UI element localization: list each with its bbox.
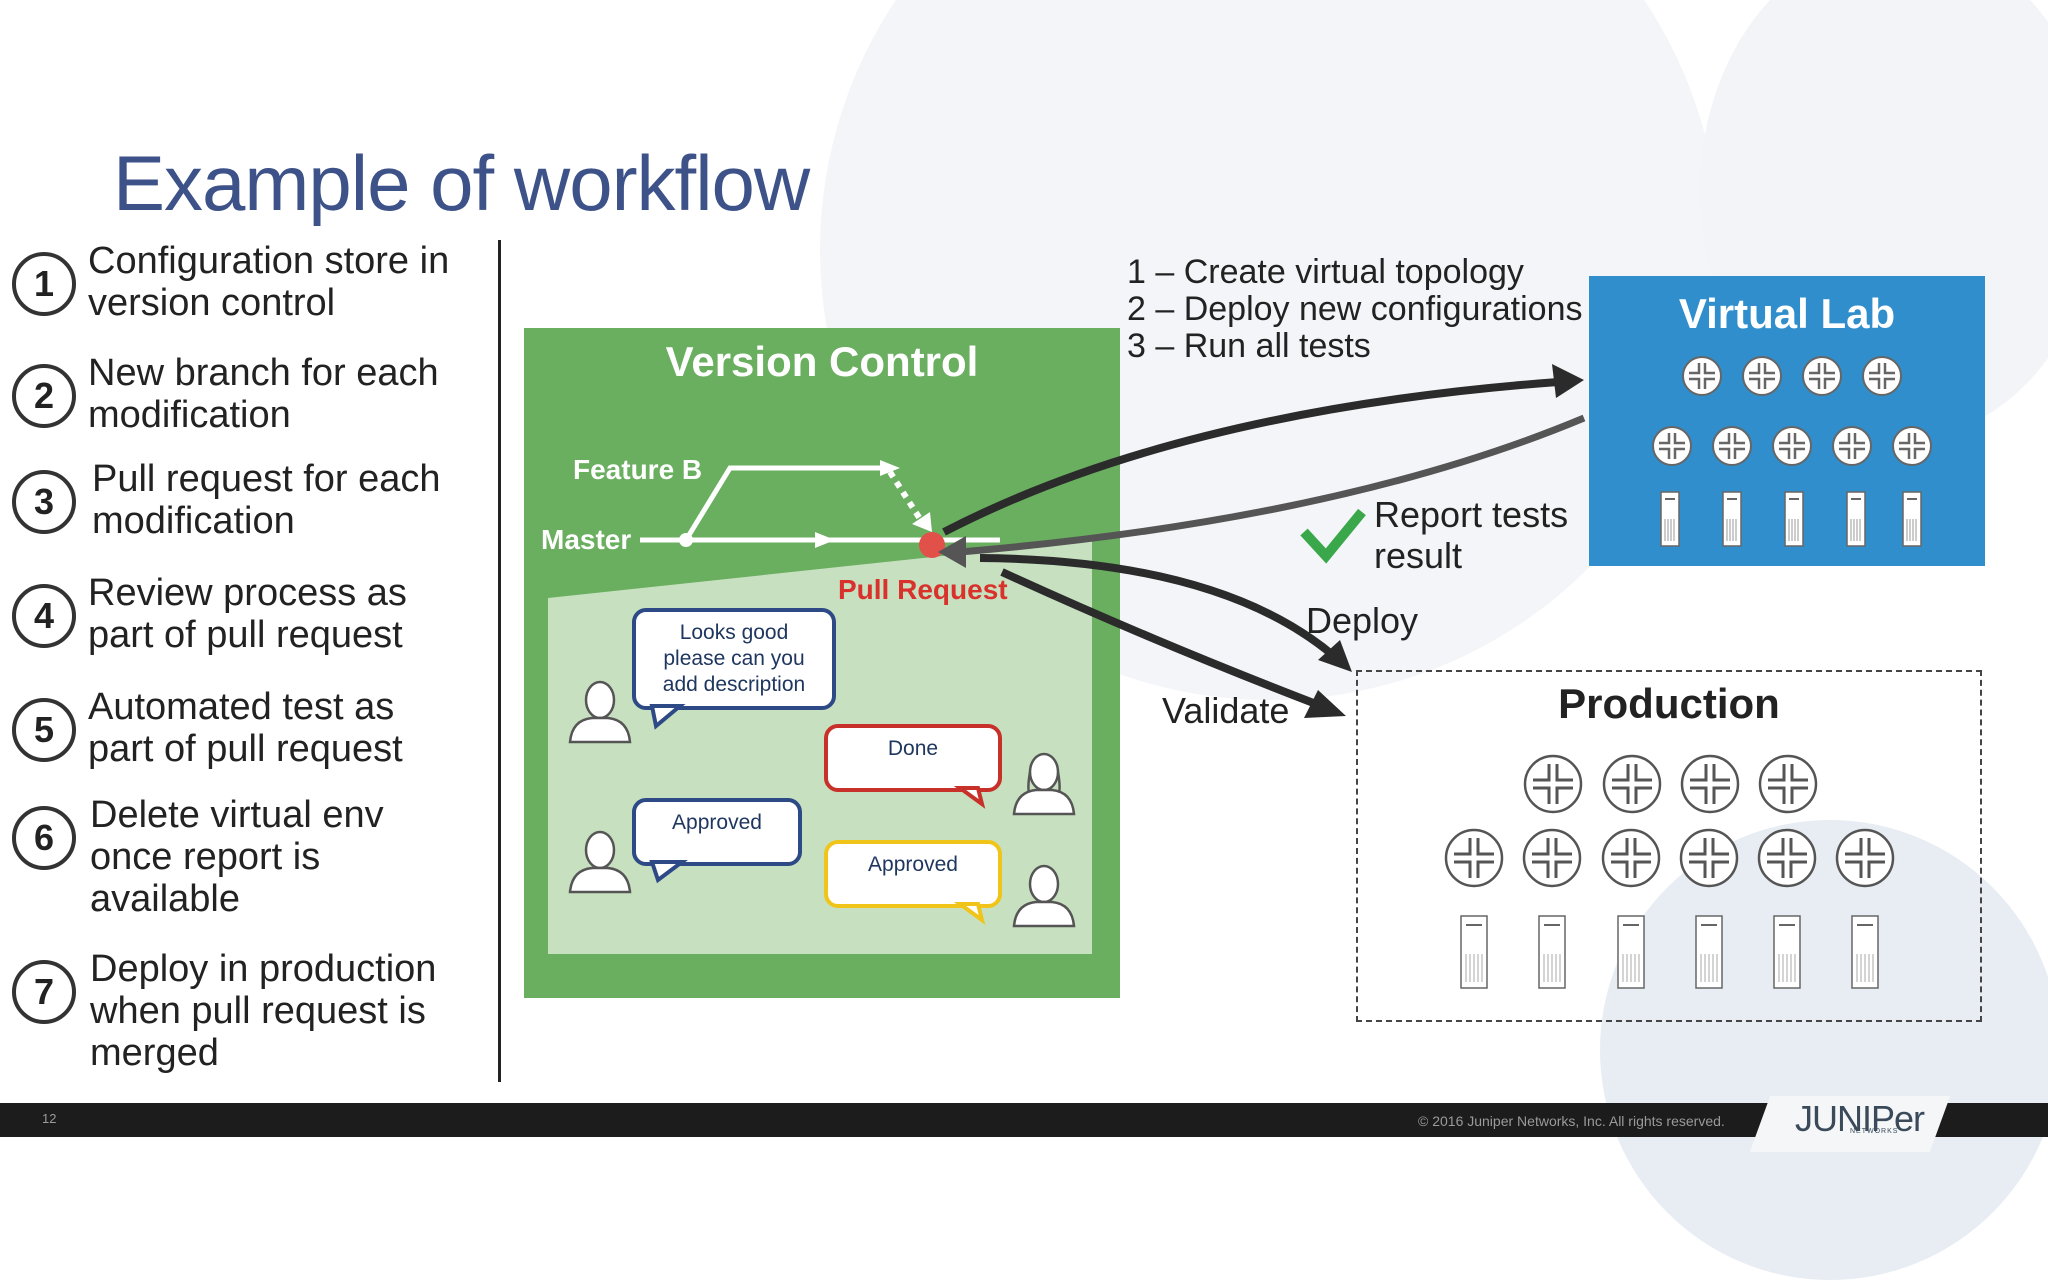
pull-request-node <box>919 532 945 558</box>
production-box <box>1356 670 1982 1022</box>
production-title: Production <box>1558 680 1780 727</box>
step-text: Delete virtual env once report is availa… <box>90 794 384 920</box>
step-number: 3 <box>12 470 76 534</box>
user-icons <box>568 680 1076 928</box>
page-title: Example of workflow <box>113 139 810 227</box>
step-text: Automated test as part of pull request <box>88 686 403 770</box>
step-number: 7 <box>12 960 76 1024</box>
step-text: Deploy in production when pull request i… <box>90 948 437 1074</box>
divider <box>498 240 501 1082</box>
feature-branch-label: Feature B <box>573 454 703 485</box>
juniper-logo: JUNIPer <box>1795 1098 1925 1139</box>
user-icon <box>568 680 632 744</box>
step-number: 6 <box>12 806 76 870</box>
copyright: © 2016 Juniper Networks, Inc. All rights… <box>1418 1113 1725 1129</box>
bubble-tails <box>649 704 986 925</box>
bubble-tail <box>953 786 986 809</box>
arrow-head <box>880 460 900 476</box>
master-branch-label: Master <box>541 524 632 555</box>
step-5: 5 Automated test as part of pull request <box>12 686 403 770</box>
step-3: 3 Pull request for each modification <box>12 458 441 542</box>
step-number: 1 <box>12 252 76 316</box>
arrow-head <box>1552 364 1584 398</box>
validate-arrow <box>1000 568 1318 708</box>
bubble-tail <box>649 704 686 730</box>
create-lab-arrow <box>942 378 1559 536</box>
arrow-head <box>912 512 932 532</box>
comment-bubble: Approved <box>632 798 802 866</box>
report-arrow <box>959 414 1586 556</box>
juniper-logo-subtitle: NETWORKS <box>1850 1128 1899 1135</box>
user-icon <box>568 830 632 894</box>
feature-branch-line <box>683 465 890 542</box>
virtual-lab-tasks: 1 – Create virtual topology 2 – Deploy n… <box>1127 253 1583 365</box>
version-control-title: Version Control <box>665 338 979 385</box>
step-6: 6 Delete virtual env once report is avai… <box>12 794 384 920</box>
virtual-lab-title: Virtual Lab <box>1678 290 1896 337</box>
step-text: Configuration store in version control <box>88 240 450 324</box>
arrow-head <box>1318 640 1352 672</box>
comment-bubble: Approved <box>824 840 1002 908</box>
merge-dotted-line <box>887 470 925 524</box>
arrow-head <box>1304 690 1346 718</box>
commit-node <box>679 533 693 547</box>
step-number: 2 <box>12 364 76 428</box>
report-label: Report tests result <box>1374 494 1569 576</box>
step-text: Pull request for each modification <box>92 458 441 542</box>
bubble-tail <box>953 902 986 925</box>
arrow-head <box>815 532 835 548</box>
flow-arrows <box>938 364 1586 718</box>
deploy-label: Deploy <box>1306 600 1419 641</box>
step-7: 7 Deploy in production when pull request… <box>12 948 436 1074</box>
checkmark-icon <box>1300 508 1366 564</box>
step-number: 5 <box>12 698 76 762</box>
step-2: 2 New branch for each modification <box>12 352 439 436</box>
comment-bubble: Done <box>824 724 1002 792</box>
deploy-arrow <box>979 554 1337 660</box>
step-number: 4 <box>12 584 76 648</box>
user-icon <box>1012 752 1076 816</box>
user-icon <box>1012 864 1076 928</box>
arrow-head <box>938 536 966 568</box>
step-text: Review process as part of pull request <box>88 572 407 656</box>
footer-bar <box>0 1103 2048 1137</box>
step-4: 4 Review process as part of pull request <box>12 572 407 656</box>
step-1: 1 Configuration store in version control <box>12 240 449 324</box>
bubble-tail <box>649 860 688 884</box>
comment-bubble: Looks good please can you add descriptio… <box>632 608 836 710</box>
validate-label: Validate <box>1162 690 1290 731</box>
pull-request-label: Pull Request <box>838 574 1008 605</box>
slide-number: 12 <box>42 1111 57 1126</box>
step-text: New branch for each modification <box>88 352 439 436</box>
